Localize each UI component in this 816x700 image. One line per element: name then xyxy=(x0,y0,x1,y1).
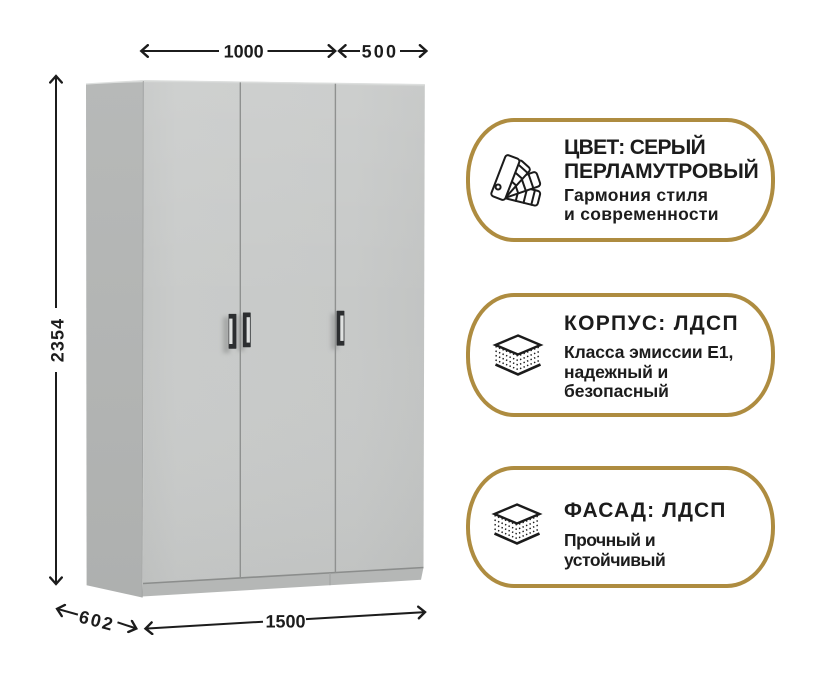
svg-text:602: 602 xyxy=(77,607,117,635)
svg-text:2354: 2354 xyxy=(47,318,67,362)
svg-text:1500: 1500 xyxy=(265,612,305,632)
svg-text:1000: 1000 xyxy=(224,41,264,61)
svg-text:500: 500 xyxy=(362,41,399,61)
